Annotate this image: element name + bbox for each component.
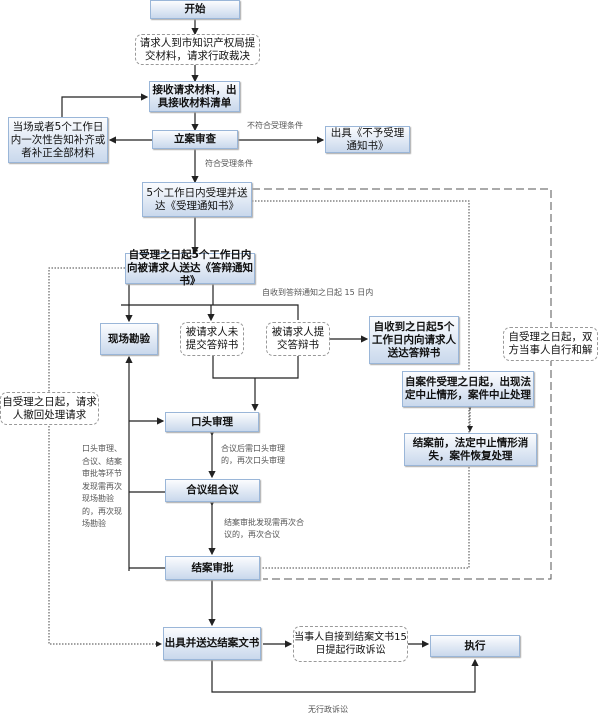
node-review: 立案审查 (152, 130, 238, 149)
node-reject: 出具《不予受理通知书》 (325, 126, 410, 153)
node-oral: 口头审理 (165, 412, 259, 432)
label-reinspect: 口头审理、合议、结案审批等环节发现需再次现场勘验的，再次现场勘验 (82, 444, 122, 528)
label-within15: 自收到答辩通知之日起 15 日内 (262, 288, 374, 297)
node-send-reply: 自收到之日起5个工作日内向请求人送达答辩书 (369, 316, 459, 364)
node-notify: 自受理之日起5个工作日内向被请求人送达《答辩通知书》 (125, 249, 255, 287)
node-accept: 5个工作日内受理并送达《受理通知书》 (142, 182, 252, 217)
node-lawsuit: 当事人自接到结案文书15日提起行政诉讼 (293, 626, 408, 662)
node-no-reply: 被请求人未提交答辩书 (180, 322, 244, 356)
label-no-lawsuit: 无行政诉讼 (308, 705, 348, 714)
label-not-meet: 不符合受理条件 (247, 121, 303, 130)
node-approve: 结案审批 (165, 556, 260, 580)
node-withdraw: 自受理之日起，请求人撤回处理请求 (0, 392, 99, 425)
node-submit: 请求人到市知识产权局提交材料，请求行政裁决 (135, 34, 260, 65)
node-suspend: 自案件受理之日起，出现法定中止情形，案件中止处理 (402, 371, 534, 407)
node-inspect: 现场勘验 (100, 323, 158, 355)
node-supplement: 当场或者5个工作日内一次性告知补齐或者补正全部材料 (8, 117, 108, 163)
label-meet: 符合受理条件 (205, 159, 253, 168)
node-resume: 结案前，法定中止情形消失，案件恢复处理 (404, 433, 537, 466)
node-settle: 自受理之日起，双方当事人自行和解 (503, 327, 598, 361)
node-receive: 接收请求材料，出具接收材料清单 (149, 81, 240, 112)
node-start: 开始 (150, 0, 240, 19)
label-reoral: 合议后需口头审理的，再次口头审理 (221, 444, 285, 465)
node-execute: 执行 (430, 635, 520, 657)
label-repanel: 结案审批发现需再次合议的，再次合议 (224, 518, 304, 539)
node-reply: 被请求人提交答辩书 (266, 322, 330, 356)
node-issue: 出具并送达结案文书 (163, 627, 261, 660)
node-panel: 合议组合议 (165, 479, 260, 502)
